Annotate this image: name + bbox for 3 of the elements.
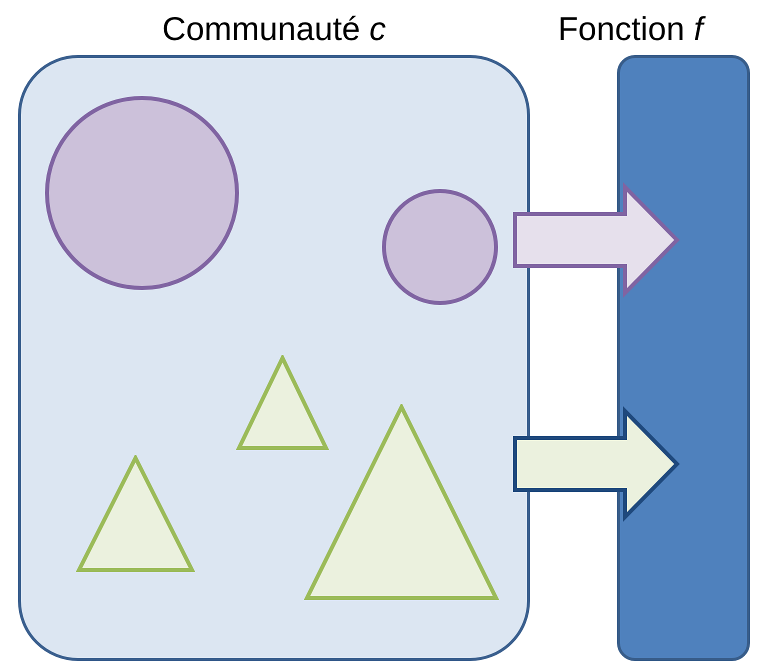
block-arrow	[513, 406, 680, 522]
heading: Communauté c	[162, 10, 386, 48]
block-arrow	[513, 182, 680, 298]
